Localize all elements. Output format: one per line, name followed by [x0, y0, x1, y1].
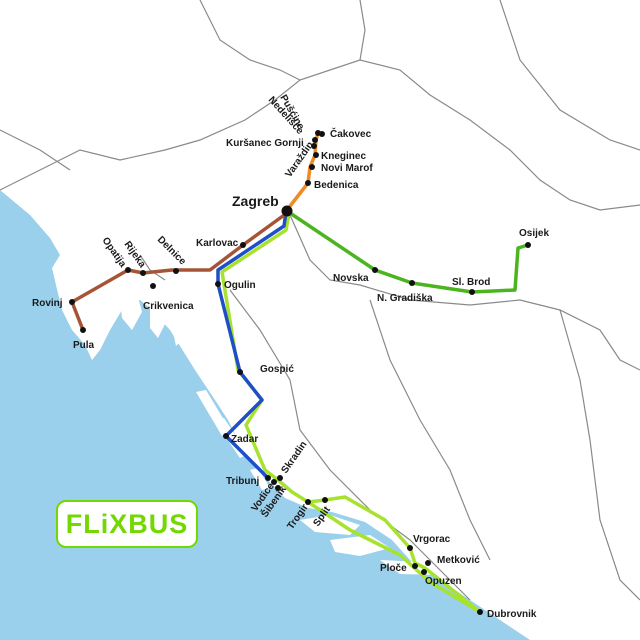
- stop-skradin: [277, 475, 283, 481]
- label-opuzen: Opuzen: [425, 576, 462, 587]
- label-delnice: Delnice: [155, 234, 188, 267]
- label-ploce: Ploče: [380, 563, 407, 574]
- stop-ogulin: [215, 281, 221, 287]
- stop-sibenik: [275, 485, 281, 491]
- flixbus-logo: FLiXBUS: [56, 500, 198, 548]
- stop-osijek: [525, 242, 531, 248]
- stop-vodice: [271, 479, 277, 485]
- stop-dubrovnik: [477, 609, 483, 615]
- stop-nedelisce: [312, 137, 318, 143]
- label-cakovec: Čakovec: [330, 127, 372, 140]
- stop-metkovic: [425, 560, 431, 566]
- label-gospic: Gospić: [260, 364, 294, 375]
- label-sl-brod: Sl. Brod: [452, 277, 490, 288]
- label-dubrovnik: Dubrovnik: [487, 609, 537, 620]
- stop-bedenica: [305, 180, 311, 186]
- label-novska: Novska: [333, 273, 369, 284]
- route-brown: [70, 211, 289, 332]
- label-rijeka: Rijeka: [122, 239, 148, 270]
- stop-cakovec: [319, 131, 325, 137]
- country-borders: [0, 0, 640, 601]
- islands: [120, 290, 440, 575]
- stop-gospic: [237, 369, 243, 375]
- stop-zadar: [223, 433, 229, 439]
- stop-kursanec: [311, 143, 317, 149]
- label-crikvenica: Crikvenica: [143, 301, 194, 312]
- stop-tribunj: [265, 475, 271, 481]
- label-kursanec: Kuršanec Gornji: [226, 138, 304, 149]
- stop-rovinj: [69, 299, 75, 305]
- stop-vrgorac: [407, 545, 413, 551]
- label-pula: Pula: [73, 340, 95, 351]
- stop-pula: [80, 327, 86, 333]
- label-bedenica: Bedenica: [314, 180, 359, 191]
- stop-novska: [372, 267, 378, 273]
- stop-opuzen: [421, 569, 427, 575]
- route-green: [285, 209, 530, 294]
- stop-ploce: [412, 563, 418, 569]
- label-ogulin: Ogulin: [224, 280, 256, 291]
- label-tribunj: Tribunj: [226, 476, 260, 487]
- label-skradin: Skradin: [279, 439, 309, 475]
- label-karlovac: Karlovac: [196, 238, 239, 249]
- stop-rijeka: [140, 270, 146, 276]
- routes: [70, 131, 530, 614]
- stop-kneginec: [313, 152, 319, 158]
- label-osijek: Osijek: [519, 228, 549, 239]
- label-n-gradiska: N. Gradiška: [377, 293, 433, 304]
- flixbus-logo-text: FLiXBUS: [65, 508, 189, 539]
- stops: [69, 130, 531, 615]
- adriatic-sea: [0, 190, 530, 640]
- label-metkovic: Metković: [437, 555, 480, 566]
- stop-zagreb: [281, 205, 293, 217]
- stop-trogir: [305, 499, 311, 505]
- label-novi-marof: Novi Marof: [321, 163, 373, 174]
- stop-novi-marof: [309, 164, 315, 170]
- stop-opatija: [125, 267, 131, 273]
- stop-n-gradiska: [409, 280, 415, 286]
- stop-crikvenica: [150, 283, 156, 289]
- label-zadar: Zadar: [231, 434, 258, 445]
- stop-split: [322, 497, 328, 503]
- stop-sl-brod: [469, 289, 475, 295]
- label-rovinj: Rovinj: [32, 298, 63, 309]
- stop-karlovac: [240, 242, 246, 248]
- label-opatija: Opatija: [100, 235, 129, 269]
- stop-delnice: [173, 268, 179, 274]
- label-vrgorac: Vrgorac: [413, 534, 451, 545]
- label-kneginec: Kneginec: [321, 151, 366, 162]
- label-zagreb: Zagreb: [232, 193, 279, 209]
- route-blue: [216, 210, 288, 480]
